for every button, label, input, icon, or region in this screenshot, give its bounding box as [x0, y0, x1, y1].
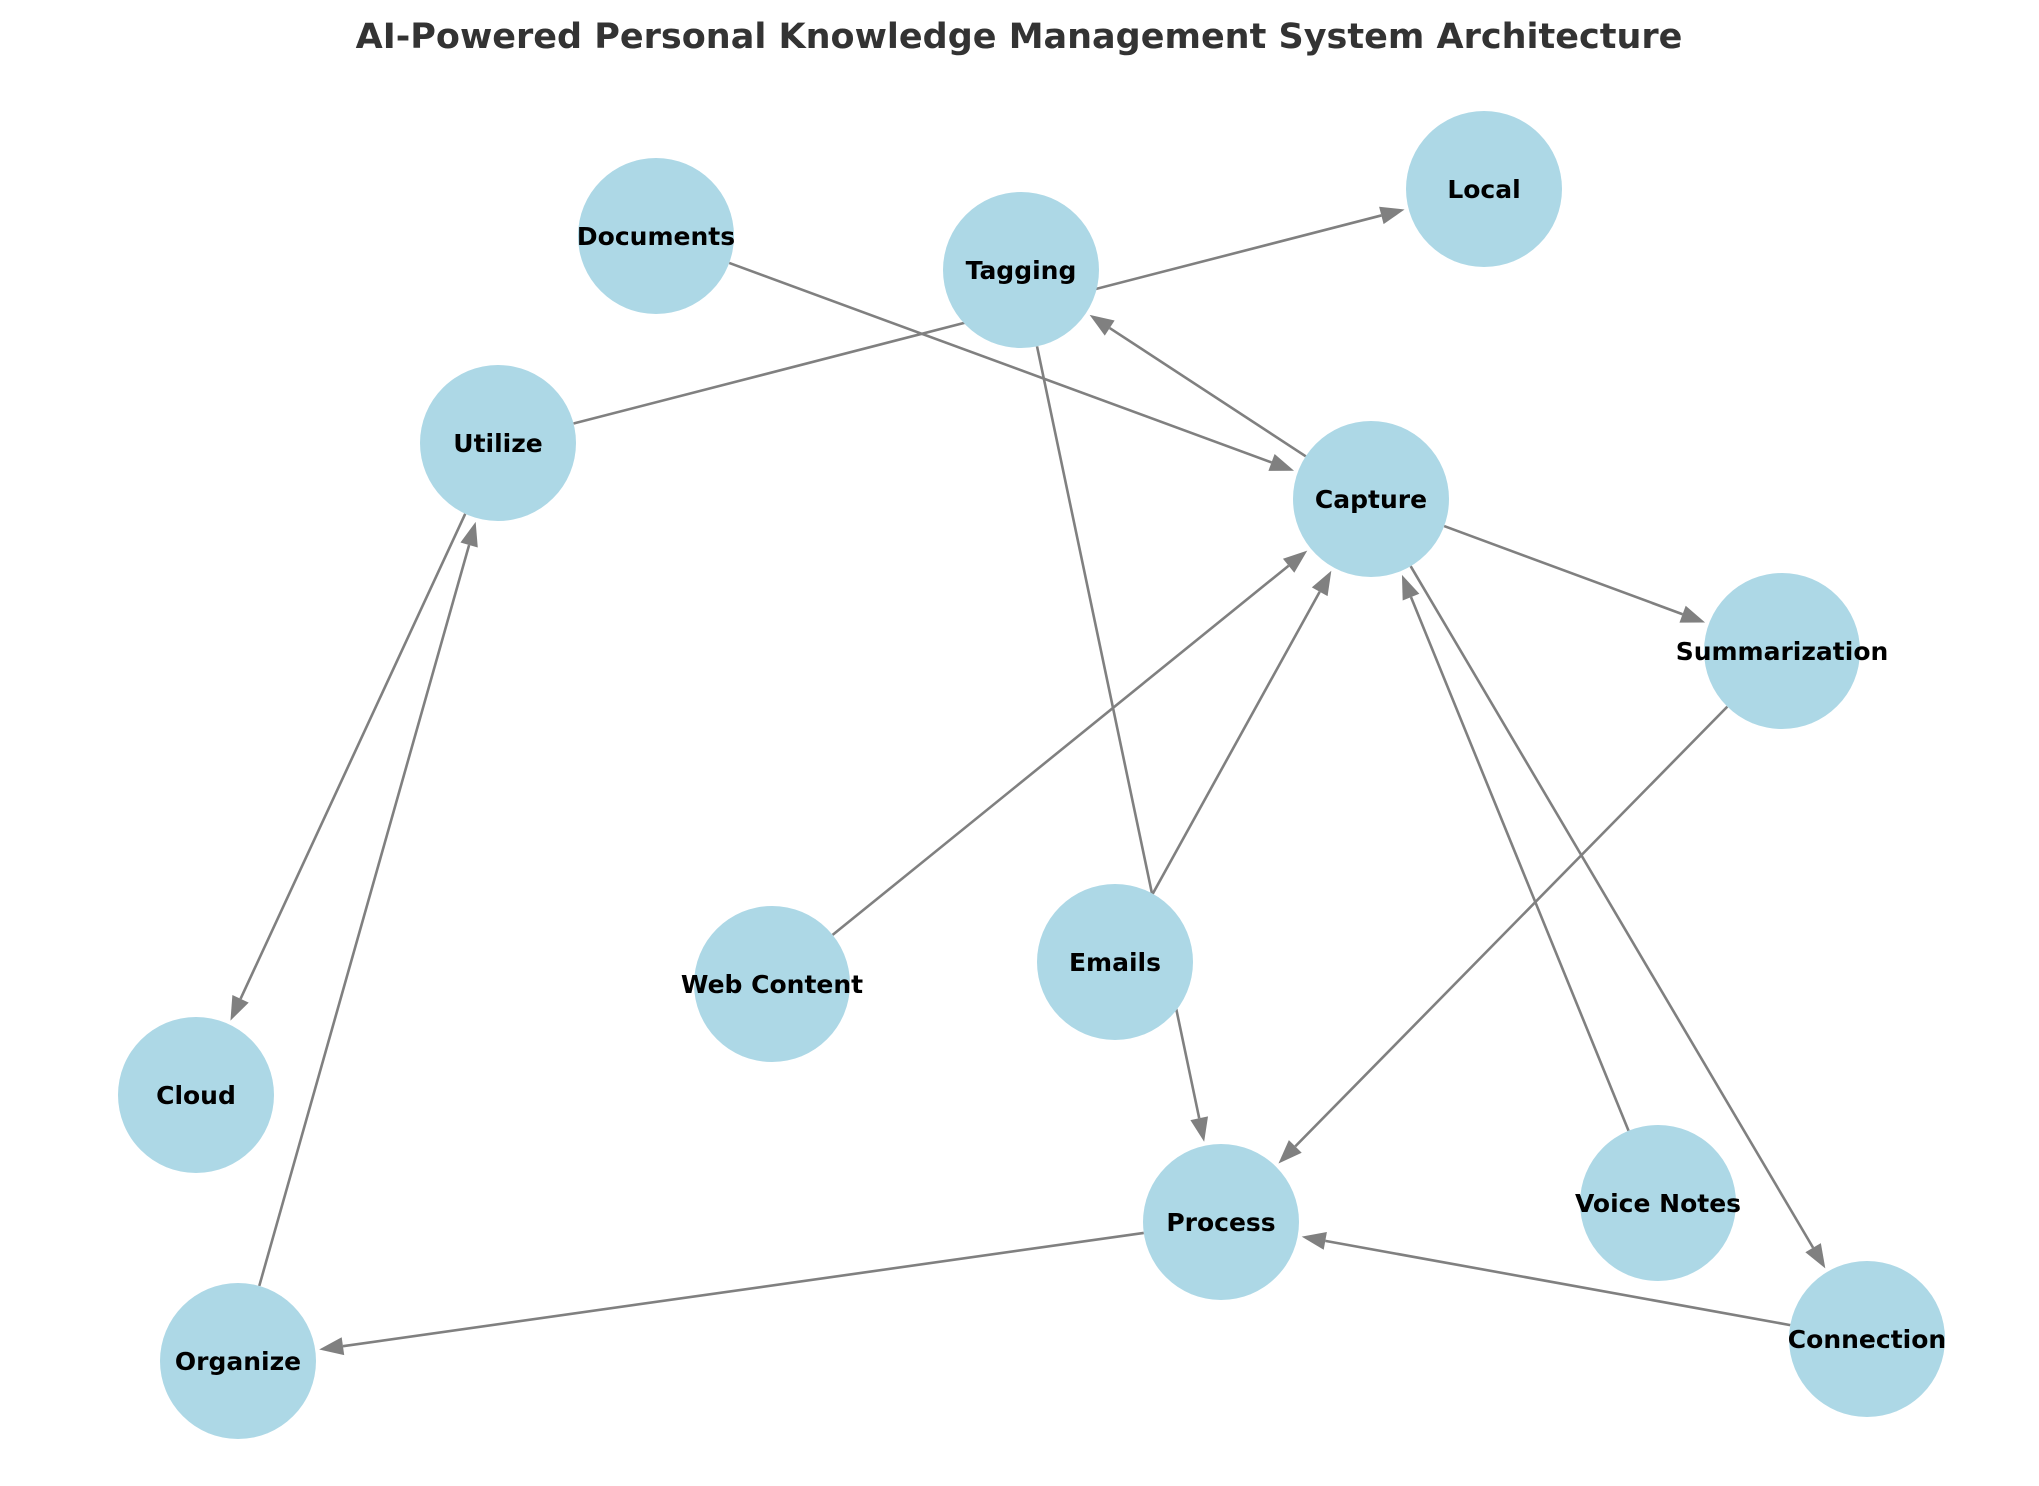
edge-line [1108, 326, 1307, 458]
arrowhead [1379, 206, 1405, 225]
diagram-title: AI-Powered Personal Knowledge Management… [356, 17, 1683, 57]
node-circle [118, 1017, 274, 1173]
node-label: Cloud [156, 1081, 236, 1110]
node-voice-notes: Voice Notes [1575, 1125, 1741, 1281]
arrowhead [1401, 574, 1420, 601]
node-cloud: Cloud [118, 1017, 274, 1173]
arrowhead [1301, 1232, 1327, 1250]
node-label: Web Content [681, 970, 863, 999]
edge-line [1443, 524, 1684, 616]
node-label: Local [1447, 175, 1520, 204]
arrowhead [1190, 1116, 1209, 1142]
node-documents: Documents [577, 158, 735, 314]
node-label: Documents [577, 222, 735, 251]
edge-line [831, 564, 1290, 936]
arrowhead [1679, 605, 1706, 623]
node-web-content: Web Content [681, 906, 863, 1062]
node-label: Utilize [453, 429, 542, 458]
node-circle [578, 158, 734, 314]
edge-organize-to-utilize [258, 521, 478, 1287]
arrowhead [460, 521, 478, 548]
arrowhead [230, 995, 249, 1021]
node-circle [1037, 884, 1193, 1040]
arrowhead [1805, 1243, 1826, 1269]
edge-line [239, 513, 467, 1000]
edge-line [258, 544, 471, 1287]
arrowhead [1282, 550, 1308, 573]
edge-line [728, 261, 1272, 464]
node-process: Process [1143, 1144, 1299, 1300]
edge-line [1294, 705, 1729, 1148]
arrowhead [1268, 453, 1295, 471]
edge-process-to-organize [319, 1231, 1144, 1356]
node-label: Voice Notes [1575, 1189, 1741, 1218]
edge-summarization-to-process [1278, 705, 1729, 1164]
edge-connection-to-process [1301, 1232, 1791, 1327]
arrowhead [1278, 1140, 1302, 1164]
arrowhead [1089, 314, 1115, 336]
node-label: Tagging [966, 256, 1077, 285]
node-label: Organize [175, 1347, 301, 1376]
node-tagging: Tagging [943, 192, 1099, 348]
node-circle [420, 365, 576, 521]
node-emails: Emails [1037, 884, 1193, 1040]
node-circle [1293, 421, 1449, 577]
node-label: Process [1166, 1208, 1275, 1237]
edge-capture-to-tagging [1089, 314, 1307, 458]
node-label: Emails [1069, 948, 1161, 977]
edge-capture-to-summarization [1443, 524, 1706, 623]
node-circle [1143, 1144, 1299, 1300]
node-circle [1580, 1125, 1736, 1281]
edge-line [1325, 1239, 1791, 1327]
node-circle [1704, 573, 1860, 729]
edges-layer [230, 206, 1826, 1356]
node-circle [1406, 111, 1562, 267]
node-circle [694, 906, 850, 1062]
node-organize: Organize [160, 1283, 316, 1439]
node-label: Connection [1788, 1325, 1946, 1354]
edge-line [1409, 565, 1815, 1249]
node-summarization: Summarization [1676, 573, 1889, 729]
node-utilize: Utilize [420, 365, 576, 521]
edge-line [1151, 591, 1321, 895]
node-circle [160, 1283, 316, 1439]
edge-capture-to-connection [1409, 565, 1826, 1269]
node-circle [943, 192, 1099, 348]
edge-utilize-to-cloud [230, 513, 467, 1021]
node-circle [1789, 1261, 1945, 1417]
edge-line [1409, 596, 1630, 1132]
arrowhead [1311, 570, 1332, 597]
node-label: Summarization [1676, 637, 1889, 666]
edge-emails-to-capture [1151, 570, 1332, 895]
node-label: Capture [1315, 485, 1427, 514]
arrowhead [319, 1337, 345, 1356]
edge-web_content-to-capture [831, 550, 1308, 936]
edge-voice_notes-to-capture [1401, 574, 1630, 1132]
node-connection: Connection [1788, 1261, 1946, 1417]
edge-line [342, 1231, 1144, 1348]
node-capture: Capture [1293, 421, 1449, 577]
edge-documents-to-capture [728, 261, 1295, 471]
node-local: Local [1406, 111, 1562, 267]
